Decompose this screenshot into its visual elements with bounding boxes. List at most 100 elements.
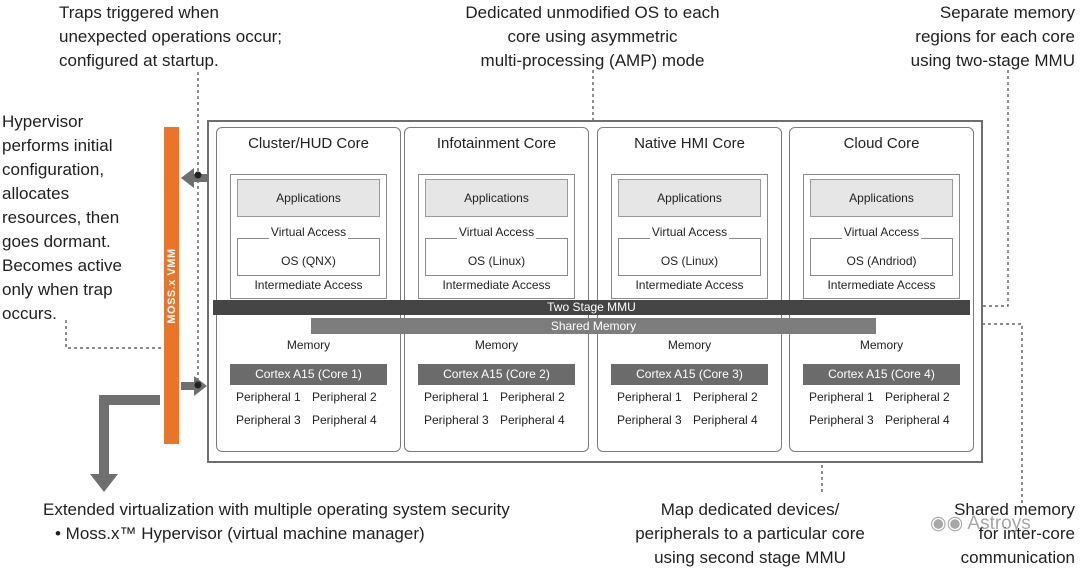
arrow-down-icon [90,474,118,492]
memory-label: Memory [474,338,519,352]
intermediate-access-label: Intermediate Access [254,278,363,292]
os-label: OS (QNX) [281,254,336,268]
virtual-access-label-wrap: Virtual Access [612,225,767,239]
hypervisor-line: goes dormant. [2,232,111,251]
map-devices-line: using second stage MMU [654,548,846,567]
applications-box: Applications [237,179,380,217]
amp-line: core using asymmetric [507,27,678,46]
core-title: Cluster/HUD Core [248,135,369,152]
intermediate-access-label: Intermediate Access [442,278,551,292]
memory-label: Memory [286,338,331,352]
amp-callout: Dedicated unmodified OS to each core usi… [420,1,765,73]
peripheral-label: Peripheral 2 [885,390,950,404]
arrow-right-icon [181,376,207,396]
wechat-icon: ◉◉ [930,513,964,534]
os-box: OS (Andriod) [810,238,953,276]
hypervisor-line: occurs. [2,304,57,323]
os-box: OS (Linux) [425,238,568,276]
peripheral-label: Peripheral 2 [312,390,377,404]
os-label: OS (Andriod) [846,254,917,268]
shared-memory-bar: Shared Memory [311,318,876,334]
peripheral-label: Peripheral 1 [809,390,874,404]
shared-comm-callout: Shared memory for inter-core communicati… [920,498,1075,570]
core-title: Cloud Core [843,135,920,152]
peripheral-label: Peripheral 4 [693,413,758,427]
watermark-text: Astroys [967,513,1031,534]
cpu-core-bar: Cortex A15 (Core 3) [611,364,768,385]
os-box: OS (Linux) [618,238,761,276]
peripheral-label: Peripheral 1 [236,390,301,404]
extended-line: • Moss.x™ Hypervisor (virtual machine ma… [55,524,425,543]
memory-line: regions for each core [915,27,1075,46]
map-devices-line: Map dedicated devices/ [660,500,840,519]
virtual-access-label: Virtual Access [649,225,730,239]
bent-arrow-shaft [99,395,160,478]
map-devices-callout: Map dedicated devices/ peripherals to a … [605,498,895,570]
hypervisor-leader-line [65,320,170,349]
traps-line: configured at startup. [59,51,219,70]
peripheral-label: Peripheral 4 [885,413,950,427]
vmm-label: MOSS.x VMM [165,247,178,324]
hypervisor-line: allocates [2,184,70,203]
os-label: OS (Linux) [660,254,719,268]
cpu-core-bar: Cortex A15 (Core 4) [803,364,960,385]
memory-label: Memory [667,338,712,352]
applications-box: Applications [425,179,568,217]
applications-box: Applications [810,179,953,217]
peripheral-label: Peripheral 4 [312,413,377,427]
peripheral-label: Peripheral 3 [236,413,301,427]
traps-line: Traps triggered when [59,3,220,22]
core-title: Infotainment Core [436,135,557,152]
hypervisor-line: Becomes active [2,256,122,275]
hypervisor-line: performs initial [2,136,113,155]
peripheral-label: Peripheral 1 [617,390,682,404]
shared-comm-line: communication [960,548,1075,567]
os-label: OS (Linux) [467,254,526,268]
traps-callout: Traps triggered when unexpected operatio… [59,1,359,73]
arrow-left-icon [181,168,207,188]
map-devices-line: peripherals to a particular core [635,524,865,543]
vmm-bar: MOSS.x VMM [164,127,179,444]
hypervisor-line: only when trap [2,280,113,299]
two-stage-mmu-label: Two Stage MMU [547,300,636,314]
hypervisor-callout: Hypervisor performs initial configuratio… [2,110,162,326]
memory-callout: Separate memory regions for each core us… [850,1,1075,73]
two-stage-mmu-bar: Two Stage MMU [213,300,970,315]
peripheral-label: Peripheral 2 [693,390,758,404]
applications-box: Applications [618,179,761,217]
os-box: OS (QNX) [237,238,380,276]
traps-line: unexpected operations occur; [59,27,283,46]
virtual-access-label-wrap: Virtual Access [419,225,574,239]
peripheral-label: Peripheral 1 [424,390,489,404]
memory-line: Separate memory [939,3,1075,22]
extended-line: Extended virtualization with multiple op… [43,500,510,519]
memory-line: using two-stage MMU [910,51,1075,70]
watermark: ◉◉ Astroys [930,512,1031,535]
virtual-access-label: Virtual Access [841,225,922,239]
peripheral-label: Peripheral 2 [500,390,565,404]
amp-line: Dedicated unmodified OS to each [465,3,720,22]
intermediate-access-label: Intermediate Access [827,278,936,292]
dot-marker [194,171,202,179]
cpu-core-bar: Cortex A15 (Core 2) [418,364,575,385]
memory-label: Memory [859,338,904,352]
peripheral-label: Peripheral 3 [424,413,489,427]
shared-memory-label: Shared Memory [550,319,637,333]
hypervisor-line: configuration, [2,160,105,179]
peripheral-label: Peripheral 4 [500,413,565,427]
peripheral-label: Peripheral 3 [617,413,682,427]
virtual-access-label-wrap: Virtual Access [804,225,959,239]
shared-comm-line: for inter-core [978,524,1075,543]
virtual-access-label: Virtual Access [456,225,537,239]
virtual-access-label: Virtual Access [268,225,349,239]
peripheral-label: Peripheral 3 [809,413,874,427]
extended-callout: Extended virtualization with multiple op… [43,498,603,546]
dot-marker [194,381,202,389]
